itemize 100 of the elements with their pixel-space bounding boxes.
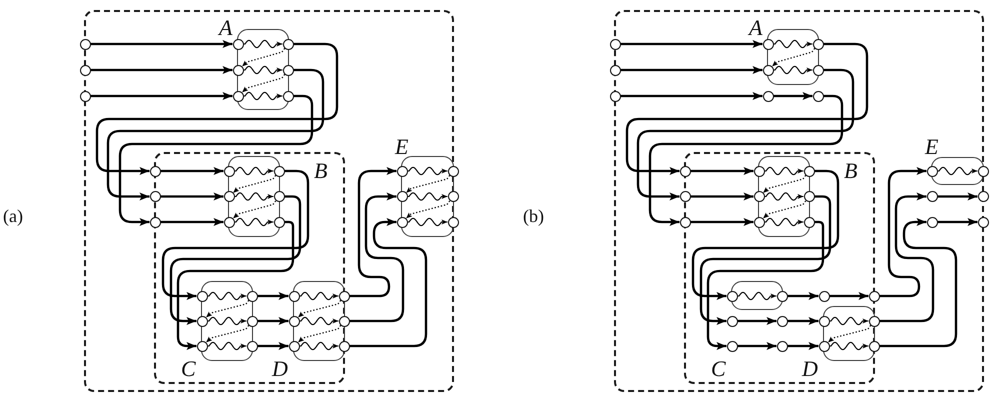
wavy-arrow	[774, 40, 812, 48]
port-circle	[150, 191, 160, 202]
port-circle	[246, 316, 258, 326]
dotted-arrow	[298, 325, 342, 343]
wavy-arrow	[830, 316, 868, 326]
port-circle	[680, 191, 690, 202]
port-circle	[610, 64, 620, 76]
dotted-arrow	[762, 200, 806, 219]
arrow	[258, 342, 288, 350]
dotted-arrow	[206, 325, 250, 343]
port-circle	[926, 216, 938, 228]
port-circle	[762, 90, 774, 102]
arrow	[738, 317, 776, 325]
block-label: E	[395, 138, 410, 156]
block-label: B	[314, 162, 328, 180]
port-circle	[754, 191, 764, 202]
port-circle	[680, 216, 690, 228]
port-circle	[80, 90, 90, 102]
arrow	[620, 92, 762, 100]
port-circle	[274, 191, 284, 202]
port-circle	[224, 216, 234, 228]
port-circle	[818, 290, 830, 302]
dotted-arrow	[232, 200, 276, 219]
wavy-arrow	[774, 66, 812, 74]
port-circle	[812, 90, 824, 102]
port-circle	[978, 166, 988, 176]
arrow	[774, 92, 812, 100]
arrow	[258, 317, 288, 325]
block-label: A	[219, 18, 234, 37]
port-circle	[610, 90, 620, 102]
port-circle	[812, 38, 824, 50]
port-circle	[818, 316, 830, 326]
port-circle	[282, 38, 294, 50]
arrow	[96, 42, 338, 175]
port-circle	[762, 64, 774, 76]
dotted-arrow	[232, 175, 276, 194]
arrow	[160, 192, 224, 200]
port-circle	[868, 290, 880, 302]
dotted-arrow	[406, 175, 450, 194]
port-circle	[978, 216, 988, 228]
arrow	[350, 218, 428, 348]
port-circle	[338, 316, 350, 326]
wavy-arrow	[234, 192, 274, 201]
wavy-arrow	[300, 342, 338, 350]
wavy-arrow	[208, 292, 246, 300]
port-circle	[776, 340, 788, 352]
port-circle	[282, 90, 294, 102]
dashed-boundary	[680, 152, 880, 384]
block-label: D	[802, 360, 819, 378]
wavy-arrow	[300, 316, 338, 326]
port-circle	[150, 216, 160, 228]
port-circle	[224, 191, 234, 202]
port-circle	[338, 340, 350, 352]
block-label: A	[749, 18, 764, 37]
arrow	[648, 94, 844, 226]
wavy-arrow	[764, 192, 804, 201]
arrow	[90, 66, 232, 74]
port-circle	[926, 191, 938, 202]
wavy-arrow	[938, 166, 978, 176]
arrow	[690, 167, 754, 175]
block-label: C	[711, 360, 727, 378]
arrow	[176, 220, 294, 350]
arrow	[626, 42, 868, 175]
block-label: D	[272, 360, 289, 378]
port-circle	[680, 166, 690, 176]
wavy-arrow	[408, 192, 448, 201]
arrow	[738, 342, 776, 350]
arrow	[706, 220, 824, 350]
port-circle	[396, 166, 408, 176]
arrow	[880, 192, 934, 322]
arrow	[788, 292, 818, 300]
dashed-boundary	[150, 152, 350, 384]
port-circle	[288, 340, 300, 352]
block-label: B	[844, 162, 858, 180]
wavy-arrow	[244, 92, 282, 100]
arrow	[350, 192, 404, 322]
port-circle	[804, 191, 814, 202]
arrow	[90, 40, 232, 48]
port-circle	[80, 38, 90, 50]
dotted-arrow	[772, 48, 816, 67]
wavy-arrow	[408, 166, 448, 176]
dotted-arrow	[828, 325, 872, 343]
port-circle	[246, 340, 258, 352]
port-circle	[274, 216, 284, 228]
dotted-arrow	[298, 300, 342, 318]
port-circle	[448, 166, 458, 176]
dashed-boundary	[80, 10, 458, 392]
arrow	[788, 342, 818, 350]
port-circle	[754, 216, 764, 228]
wavy-arrow	[244, 66, 282, 74]
port-circle	[868, 316, 880, 326]
port-circle	[926, 166, 938, 176]
port-circle	[776, 316, 788, 326]
block-label: C	[181, 360, 197, 378]
arrow	[880, 167, 926, 298]
arrow	[690, 218, 754, 226]
panel-label: (b)	[523, 206, 544, 226]
wavy-arrow	[208, 342, 246, 350]
arrow	[690, 192, 754, 200]
port-circle	[150, 166, 160, 176]
